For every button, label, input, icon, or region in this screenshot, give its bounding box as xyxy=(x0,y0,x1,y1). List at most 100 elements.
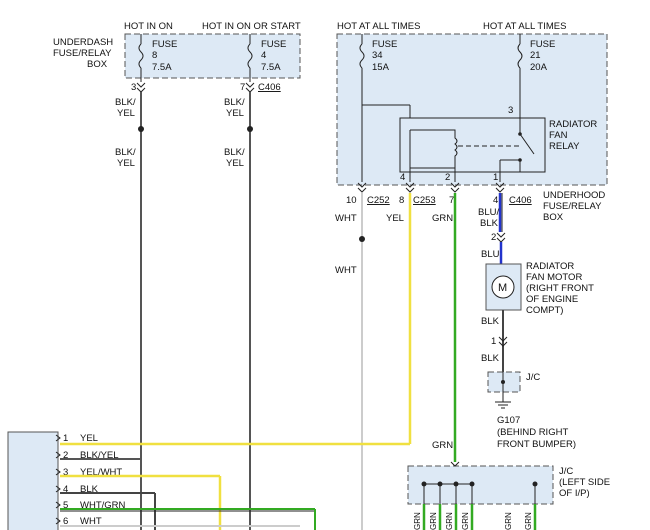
jc-bottom-box xyxy=(407,465,554,505)
connector-row-color: WHT xyxy=(80,516,102,527)
underhood-label-1: UNDERHOOD xyxy=(543,190,605,201)
connector-row-color: BLK xyxy=(80,484,99,495)
motor-label-4: OF ENGINE xyxy=(526,294,578,305)
connector-row-pin-icon xyxy=(55,501,61,509)
wire-label-blk-b: BLK xyxy=(481,353,500,364)
pin-2-box: 2 xyxy=(445,172,450,183)
pin-7-grn: 7 xyxy=(449,195,454,206)
pin-1-box: 1 xyxy=(493,172,498,183)
wire-label-grn-a: GRN xyxy=(432,213,453,224)
motor-icon xyxy=(491,275,515,299)
wire-label-blk-a: BLK xyxy=(481,316,500,327)
motor-label-1: RADIATOR xyxy=(526,261,574,272)
connector-c406-top: C406 xyxy=(258,82,281,93)
pin-4-box: 4 xyxy=(400,172,405,183)
wire-label-grn-branch: GRN xyxy=(524,512,533,530)
pin-8: 8 xyxy=(399,195,404,206)
relay-label-2: FAN xyxy=(549,130,568,141)
wire-label-blk-yel-c1: BLK/ xyxy=(115,147,136,158)
connector-7-icon xyxy=(245,82,255,93)
fuse-8-label-1: FUSE xyxy=(152,39,177,50)
fuse-21-label-3: 20A xyxy=(530,62,548,73)
connector-row-pin-icon xyxy=(55,485,61,493)
fuse-21-label-2: 21 xyxy=(530,50,541,61)
splice-dot-right xyxy=(247,126,253,132)
left-module-box xyxy=(7,431,59,530)
wire-label-wht-b: WHT xyxy=(335,265,357,276)
connector-3-icon xyxy=(136,82,146,93)
fuse-34-label-1: FUSE xyxy=(372,39,397,50)
header-hot-in-on-or-start: HOT IN ON OR START xyxy=(202,21,301,32)
connector-row-color: YEL/WHT xyxy=(80,467,122,478)
ground-icon xyxy=(495,401,511,409)
connector-2-box-icon xyxy=(450,182,460,193)
wire-label-grn-branch: GRN xyxy=(445,512,454,530)
connector-row-pin: 1 xyxy=(63,433,68,444)
motor-label-2: FAN MOTOR xyxy=(526,272,582,283)
underdash-label-3: BOX xyxy=(87,59,108,70)
wire-label-blk-yel-c2: YEL xyxy=(117,158,135,169)
underhood-fuse-box xyxy=(336,33,608,186)
motor-label-3: (RIGHT FRONT xyxy=(526,283,594,294)
connector-10-icon xyxy=(357,182,367,193)
wire-label-grn-branch: GRN xyxy=(413,512,422,530)
pin-3-left: 3 xyxy=(131,82,136,93)
fuse-4-label-1: FUSE xyxy=(261,39,286,50)
fuse-4-label-3: 7.5A xyxy=(261,62,281,73)
wire-label-grn-branch: GRN xyxy=(504,512,513,530)
underdash-label-2: FUSE/RELAY xyxy=(53,48,112,59)
fuse-34-icon xyxy=(359,43,365,69)
connector-1-box-icon xyxy=(495,182,505,193)
header-hot-in-on: HOT IN ON xyxy=(124,21,173,32)
ground-name: G107 xyxy=(497,415,520,426)
connector-grn-jc-icon xyxy=(450,461,460,467)
jc-bottom-label-3: OF I/P) xyxy=(559,488,590,499)
jc-bottom-label-1: J/C xyxy=(559,466,573,477)
fuse-8-label-3: 7.5A xyxy=(152,62,172,73)
ground-label-1: (BEHIND RIGHT xyxy=(497,427,568,438)
connector-row-pin: 2 xyxy=(63,450,68,461)
underhood-label-3: BOX xyxy=(543,212,564,223)
fuse-34-label-2: 34 xyxy=(372,50,383,61)
jc-bottom-label-2: (LEFT SIDE xyxy=(559,477,610,488)
ground-label-2: FRONT BUMPER) xyxy=(497,439,576,450)
connector-row-pin: 3 xyxy=(63,467,68,478)
motor-symbol: M xyxy=(498,282,507,294)
pin-10: 10 xyxy=(346,195,357,206)
connector-c252: C252 xyxy=(367,195,390,206)
connector-row-pin-icon xyxy=(55,468,61,476)
connector-row-pin: 4 xyxy=(63,484,68,495)
fuse-4-icon xyxy=(247,43,253,69)
connector-row-pin-icon xyxy=(55,434,61,442)
pin-2-motor: 2 xyxy=(491,232,496,243)
fuse-4-label-2: 4 xyxy=(261,50,266,61)
connector-1-motor-icon xyxy=(498,336,508,347)
wire-label-blu-blk-2: BLK xyxy=(480,218,499,229)
connector-row-color: BLK/YEL xyxy=(80,450,119,461)
underdash-label-1: UNDERDASH xyxy=(53,37,113,48)
wire-label-blu-blk-1: BLU/ xyxy=(478,207,499,218)
wire-label-blk-yel-d2: YEL xyxy=(226,158,244,169)
connector-row-pin-icon xyxy=(55,451,61,459)
connector-row-pin-icon xyxy=(55,517,61,525)
underhood-label-2: FUSE/RELAY xyxy=(543,201,602,212)
connector-2-motor-icon xyxy=(496,232,506,243)
relay-label-3: RELAY xyxy=(549,141,580,152)
wire-label-yel: YEL xyxy=(386,213,404,224)
splice-dot-wht xyxy=(359,236,365,242)
connector-row-pin: 5 xyxy=(63,500,68,511)
motor-label-5: COMPT) xyxy=(526,305,563,316)
fuse-21-icon xyxy=(517,43,523,69)
fuse-21-label-1: FUSE xyxy=(530,39,555,50)
connector-c406-right: C406 xyxy=(509,195,532,206)
wire-label-blk-yel-a1: BLK/ xyxy=(115,97,136,108)
wire-label-grn-branch: GRN xyxy=(461,512,470,530)
pin-1-motor: 1 xyxy=(491,336,496,347)
fuse-34-label-3: 15A xyxy=(372,62,390,73)
jc-right-label: J/C xyxy=(526,372,540,383)
connector-row-color: WHT/GRN xyxy=(80,500,126,511)
connector-row-pin: 6 xyxy=(63,516,68,527)
